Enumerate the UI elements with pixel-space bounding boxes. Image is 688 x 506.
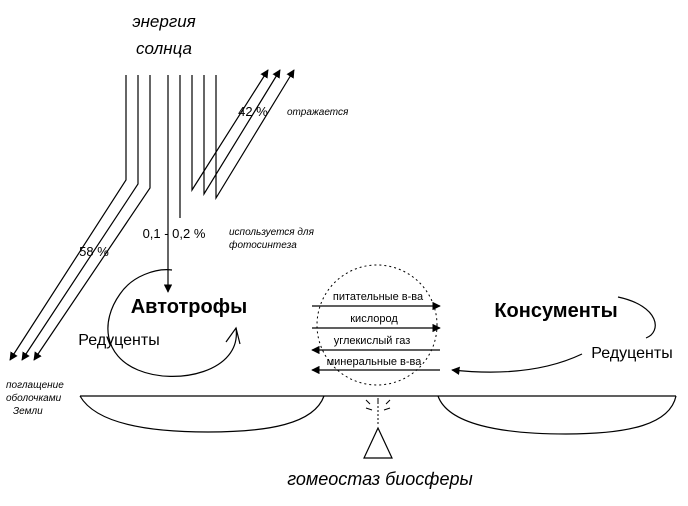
photosynthesis-percent: 0,1 - 0,2 % [143, 226, 206, 241]
consumers-cycle-arrow [451, 353, 583, 375]
consumers-cycle-top-arc [617, 296, 656, 339]
consumers-reducers: Редуценты [591, 345, 672, 362]
autotrophs-cycle-arc [107, 269, 237, 377]
reflected-percent: 42 % [238, 104, 268, 119]
sun-label-line-2: солнца [136, 39, 192, 58]
balance-indicator [365, 398, 391, 424]
exchange-block: питательные в-ва кислород углекислый газ… [311, 264, 441, 386]
exchange-label-nutrients: питательные в-ва [333, 291, 424, 303]
absorbed-label-line-1: поглащение [6, 380, 64, 391]
consumers-title: Консументы [494, 300, 617, 322]
absorbed-percent: 58 % [79, 244, 109, 259]
exchange-label-co2: углекислый газ [334, 335, 411, 347]
homeostasis-scale [79, 395, 677, 459]
exchange-label-oxygen: кислород [350, 313, 398, 325]
reflected-rays [191, 69, 295, 201]
reflected-ray-3 [215, 69, 295, 201]
absorbed-label-line-2: оболочками [6, 392, 62, 404]
autotrophs-cycle: Автотрофы Редуценты [78, 269, 248, 377]
reflected-label: отражается [287, 107, 349, 118]
scale-pan-right [437, 395, 677, 435]
photosynthesis-label-line-2: фотосинтеза [229, 239, 297, 251]
absorbed-ray-2 [21, 75, 139, 361]
absorbed-rays [9, 75, 151, 361]
autotrophs-cycle-arrowhead [225, 326, 241, 345]
consumers-cycle: Консументы Редуценты [451, 296, 673, 375]
autotrophs-reducers: Редуценты [78, 332, 159, 349]
homeostasis-label: гомеостаз биосферы [287, 469, 472, 489]
photosynthesis-label-line-1: используется для [229, 227, 315, 238]
absorbed-ray-3 [33, 75, 151, 361]
scale-pan-left [79, 395, 325, 433]
absorbed-label-line-3: Земли [13, 406, 43, 417]
autotrophs-title: Автотрофы [131, 296, 248, 318]
reflected-ray-1 [191, 69, 269, 193]
exchange-label-minerals: минеральные в-ва [327, 356, 423, 368]
sun-energy-label: энергия солнца [132, 12, 196, 58]
reflected-ray-2 [203, 69, 281, 197]
absorbed-ray-1 [9, 75, 127, 361]
scale-fulcrum [363, 426, 393, 459]
sun-label-line-1: энергия [132, 12, 196, 31]
